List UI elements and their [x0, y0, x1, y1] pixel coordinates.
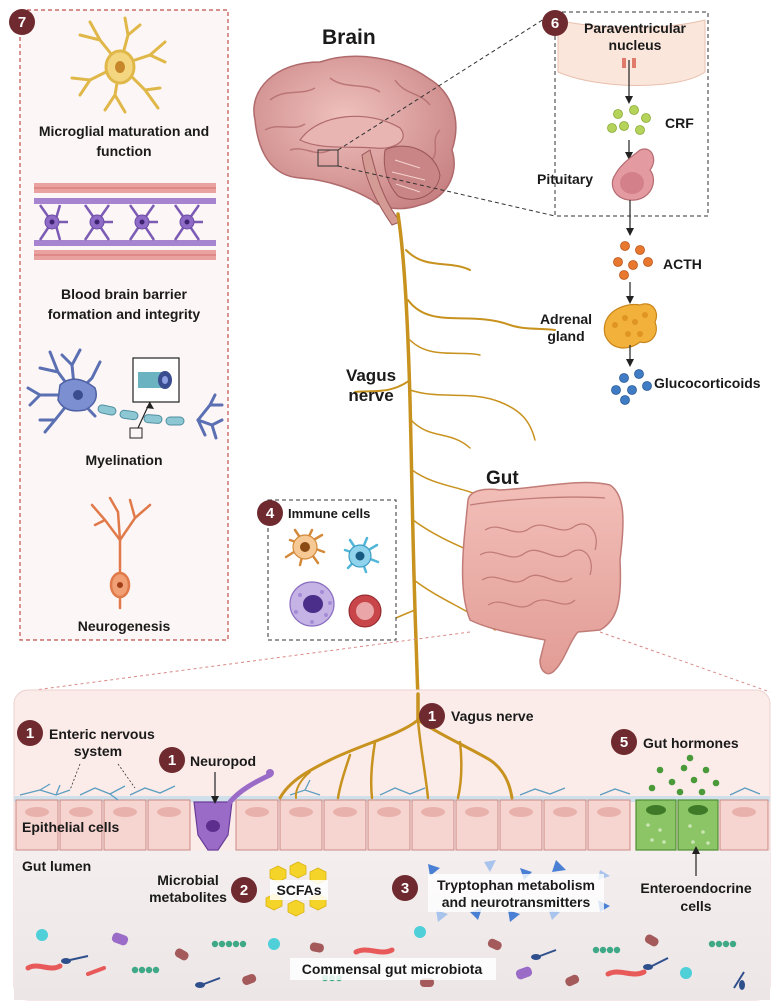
- gut-hormone-molecules: [648, 754, 720, 796]
- svg-text:1: 1: [26, 725, 34, 742]
- bbb-label-2: formation and integrity: [48, 306, 201, 322]
- microbial-label-1: Microbial: [157, 872, 218, 888]
- enteroendocrine-label-2: cells: [680, 898, 711, 914]
- adrenal-label-1: Adrenal: [540, 311, 592, 327]
- enteric-label-1: Enteric nervous: [49, 726, 155, 742]
- svg-text:7: 7: [18, 14, 26, 31]
- svg-text:1: 1: [168, 752, 176, 769]
- myelinated-neuron-icon: [26, 348, 224, 440]
- pituitary-label: Pituitary: [537, 171, 593, 187]
- crf-label: CRF: [665, 115, 694, 131]
- epithelial-cell-row: [15, 769, 769, 851]
- scfas-label: SCFAs: [276, 882, 321, 898]
- gut-lumen-label: Gut lumen: [22, 858, 91, 874]
- crf-molecules: [607, 105, 651, 135]
- enteroendocrine-label-1: Enteroendocrine: [640, 880, 751, 896]
- microglia-icon: [70, 16, 167, 114]
- panel-hpa-axis: Paraventricular nucleus CRF Pituitary 6: [537, 10, 709, 217]
- vagus-nerve-branches: [278, 692, 514, 800]
- microglia-label-2: function: [96, 143, 151, 159]
- adrenal-label-2: gland: [547, 328, 584, 344]
- badge-3: 3: [392, 875, 418, 901]
- immune-cells-label: Immune cells: [288, 506, 370, 521]
- gut-icon: [461, 481, 624, 675]
- neuropod-label: Neuropod: [190, 753, 256, 769]
- badge-7: 7: [9, 9, 35, 35]
- badge-1-neuropod: 1: [159, 747, 185, 773]
- dendritic-cell-icon: [343, 536, 380, 574]
- gut-hormones-label: Gut hormones: [643, 735, 739, 751]
- tryptophan-label-1: Tryptophan metabolism: [437, 877, 595, 893]
- svg-text:2: 2: [240, 882, 248, 899]
- panel-immune-cells: Immune cells: [257, 499, 397, 641]
- pituitary-icon: [611, 148, 655, 201]
- enteric-neurons: [19, 779, 761, 801]
- vagus-label-2: nerve: [348, 386, 393, 405]
- myelination-label: Myelination: [85, 452, 162, 468]
- neurogenesis-label: Neurogenesis: [78, 618, 171, 634]
- enteric-label-2: system: [74, 743, 122, 759]
- tryptophan-label-2: and neurotransmitters: [442, 894, 591, 910]
- paraventricular-label-1: Paraventricular: [584, 20, 686, 36]
- microglia-label-1: Microglial maturation and: [39, 123, 209, 139]
- svg-text:3: 3: [401, 880, 409, 897]
- vagus-label-1: Vagus: [346, 366, 396, 385]
- svg-text:6: 6: [551, 15, 559, 32]
- gut-label: Gut: [486, 468, 519, 489]
- acth-molecules: [613, 241, 653, 280]
- badge-4: 4: [257, 500, 283, 526]
- enteroendocrine-cells: [635, 799, 719, 851]
- vagus-gut-label: Vagus nerve: [451, 708, 534, 724]
- paraventricular-label-2: nucleus: [609, 37, 662, 53]
- neurogenesis-neuron-icon: [90, 496, 152, 610]
- commensal-microbiota-label: Commensal gut microbiota: [302, 961, 483, 977]
- neuropod-cell: [193, 769, 274, 851]
- badge-2: 2: [231, 877, 257, 903]
- badge-1-enteric: 1: [17, 720, 43, 746]
- blood-brain-barrier-icon: [34, 183, 216, 260]
- granulocyte-icon: [289, 581, 335, 627]
- erythrocyte-icon: [348, 594, 382, 628]
- acth-label: ACTH: [663, 256, 702, 272]
- svg-text:4: 4: [266, 505, 275, 522]
- macrophage-icon: [284, 528, 326, 567]
- svg-text:5: 5: [620, 734, 628, 751]
- svg-text:1: 1: [428, 708, 436, 725]
- microbial-label-2: metabolites: [149, 889, 227, 905]
- brain-icon: [253, 55, 457, 226]
- brain-label: Brain: [322, 26, 376, 49]
- epithelial-cells-label: Epithelial cells: [22, 819, 119, 835]
- badge-5: 5: [611, 729, 637, 755]
- badge-6: 6: [542, 10, 568, 36]
- badge-1-vagus: 1: [419, 703, 445, 729]
- glucocorticoids-label: Glucocorticoids: [654, 375, 761, 391]
- panel-brain-development: Microglial maturation and function: [9, 9, 229, 641]
- glucocorticoid-molecules: [611, 369, 652, 405]
- bbb-label-1: Blood brain barrier: [61, 286, 188, 302]
- adrenal-gland-icon: [603, 303, 658, 349]
